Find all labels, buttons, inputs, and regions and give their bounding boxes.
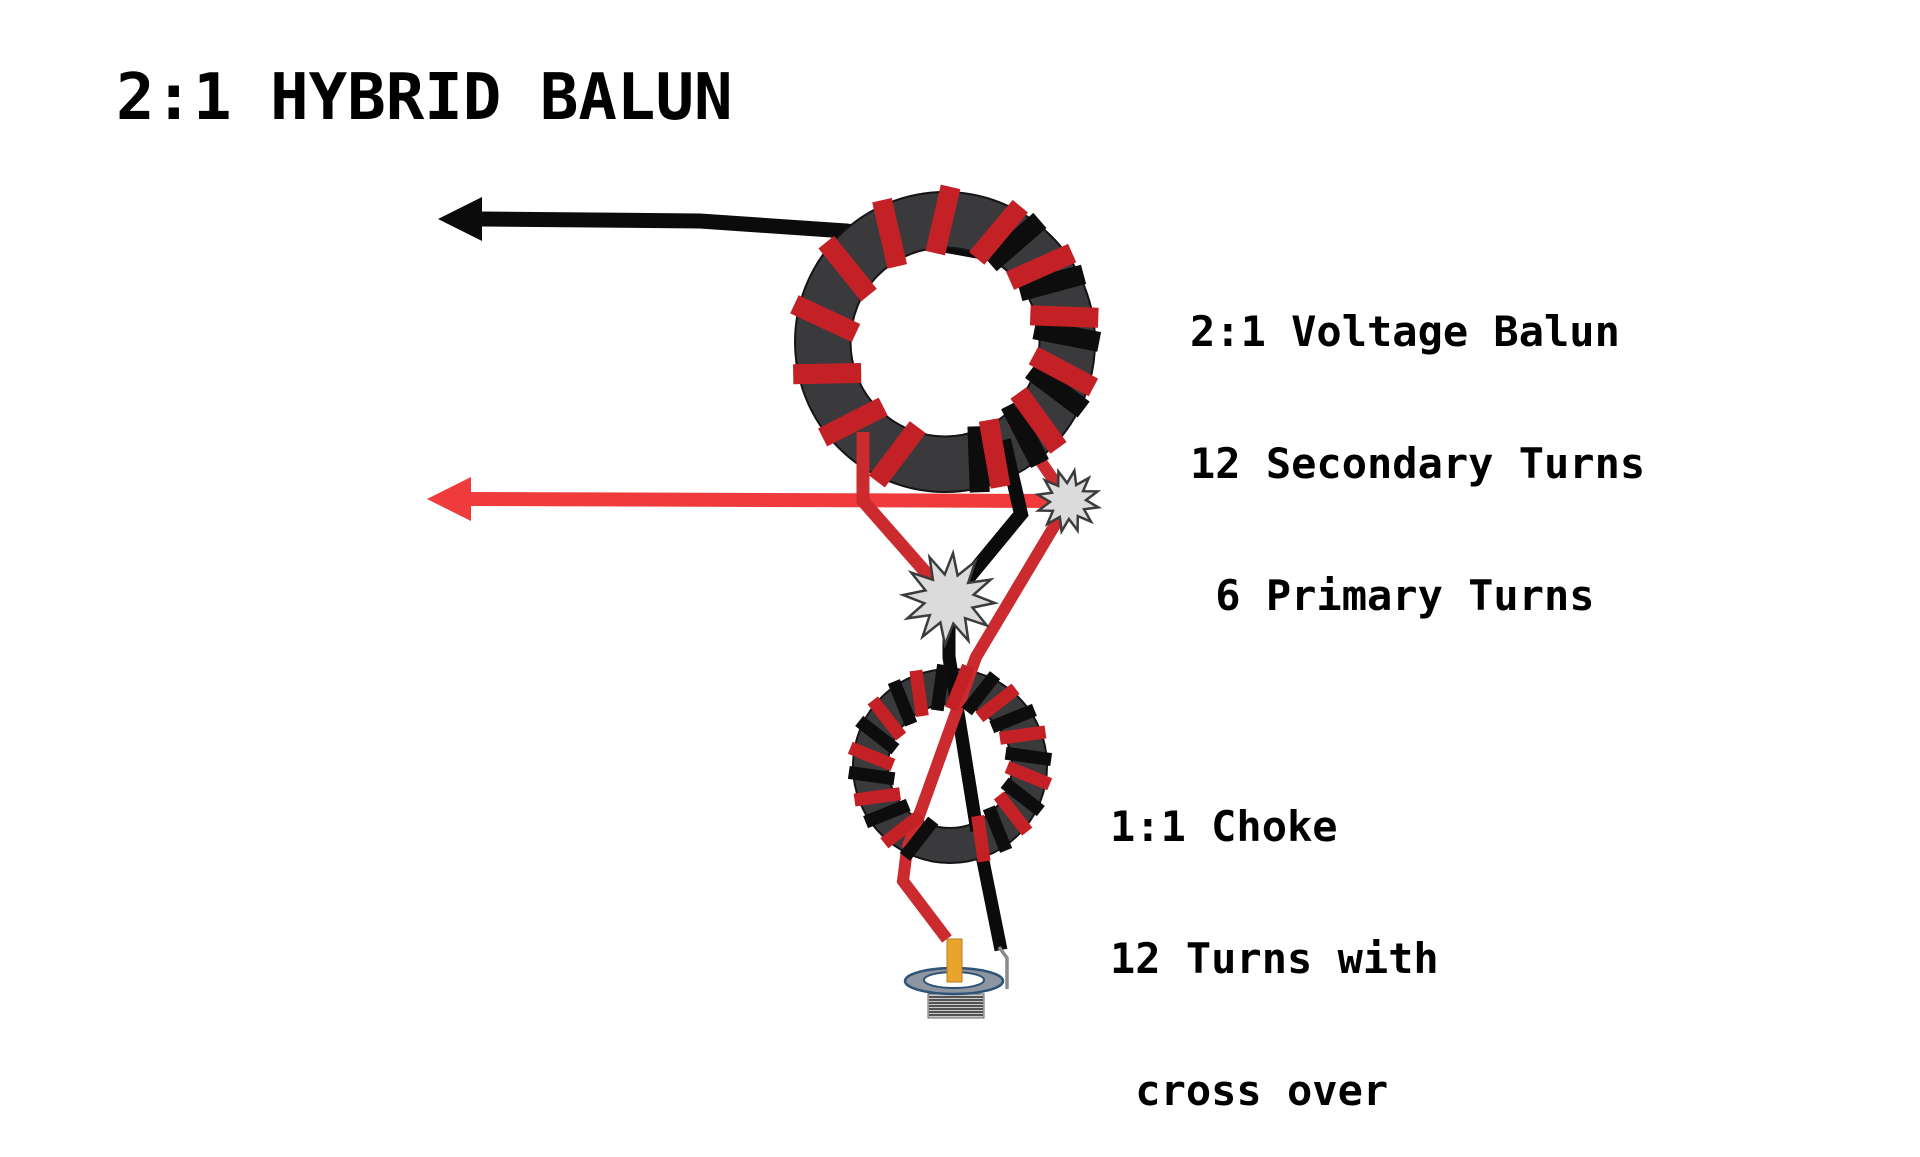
choke-label-line3: cross over — [1110, 1066, 1389, 1115]
winding-tick — [961, 671, 1001, 716]
solder-starburst-icon — [1033, 466, 1103, 536]
voltage-balun-toroid — [790, 184, 1102, 605]
winding-tick — [930, 663, 951, 712]
ground-pigtail-wire — [997, 945, 1009, 989]
winding-tick — [818, 235, 877, 302]
winding-tick — [880, 809, 925, 849]
choke-label-line2: 12 Turns with — [1110, 934, 1439, 983]
solder-starburst-icon — [898, 548, 1000, 650]
thread-lines — [929, 996, 983, 1016]
winding-tick — [968, 199, 1029, 265]
winding-tick — [1028, 346, 1099, 397]
winding-tick — [1000, 777, 1045, 817]
red-wire-tap-drop — [856, 432, 955, 605]
winding-tick — [818, 397, 888, 447]
winding-tick — [1017, 264, 1087, 302]
winding-tick — [983, 212, 1047, 272]
center-pin — [946, 938, 963, 983]
winding-tick — [1001, 400, 1049, 469]
winding-tick — [989, 703, 1037, 734]
threaded-barrel — [927, 993, 985, 1019]
winding-tick — [1005, 243, 1077, 290]
solder-joints — [898, 466, 1103, 650]
voltage-balun-label: 2:1 Voltage Balun 12 Secondary Turns 6 P… — [1190, 222, 1645, 662]
red-wire-horizontal — [470, 492, 1065, 508]
winding-tick — [863, 798, 911, 829]
choke-toroid — [847, 654, 1053, 864]
winding-tick — [867, 696, 907, 741]
winding-tick — [1029, 305, 1099, 328]
winding-tick — [944, 663, 975, 712]
red-arrowhead-icon — [427, 477, 471, 521]
winding-tick — [790, 295, 861, 343]
winding-tick — [872, 197, 907, 269]
winding-tick — [982, 805, 1013, 853]
winding-tick — [999, 725, 1047, 745]
choke-label: 1:1 Choke 12 Turns with cross over — [1110, 717, 1439, 1157]
winding-tick — [909, 669, 929, 717]
black-arrowhead-icon — [438, 197, 482, 241]
black-wire-inner-right — [944, 438, 1029, 605]
winding-tick — [1004, 746, 1053, 767]
voltage-balun-label-line3: 6 Primary Turns — [1190, 571, 1595, 620]
winding-tick — [855, 715, 900, 755]
winding-tick — [978, 418, 1011, 489]
red-arrow-lead — [427, 477, 1065, 521]
winding-tick — [975, 683, 1020, 723]
winding-tick — [1024, 361, 1090, 418]
page-title: 2:1 HYBRID BALUN — [116, 61, 733, 135]
voltage-balun-label-line2: 12 Secondary Turns — [1190, 439, 1646, 488]
choke-label-line1: 1:1 Choke — [1110, 802, 1338, 851]
voltage-balun-label-line1: 2:1 Voltage Balun — [1190, 307, 1620, 356]
coax-connector — [903, 938, 1009, 1019]
balun-winding-ticks — [790, 184, 1102, 493]
winding-tick — [847, 741, 896, 772]
choke-winding-ticks — [847, 663, 1053, 863]
winding-tick — [847, 765, 896, 786]
winding-tick — [971, 815, 991, 863]
winding-tick — [887, 679, 918, 727]
winding-tick — [868, 421, 926, 488]
winding-tick — [925, 184, 961, 256]
choke-core — [853, 669, 1047, 863]
winding-tick — [853, 787, 901, 807]
winding-tick — [793, 363, 862, 385]
winding-tick — [993, 791, 1033, 836]
balun-wiring-diagram — [427, 184, 1103, 1019]
winding-tick — [1032, 319, 1102, 352]
winding-tick — [899, 816, 939, 861]
winding-tick — [1010, 387, 1067, 454]
winding-tick — [1004, 760, 1053, 791]
